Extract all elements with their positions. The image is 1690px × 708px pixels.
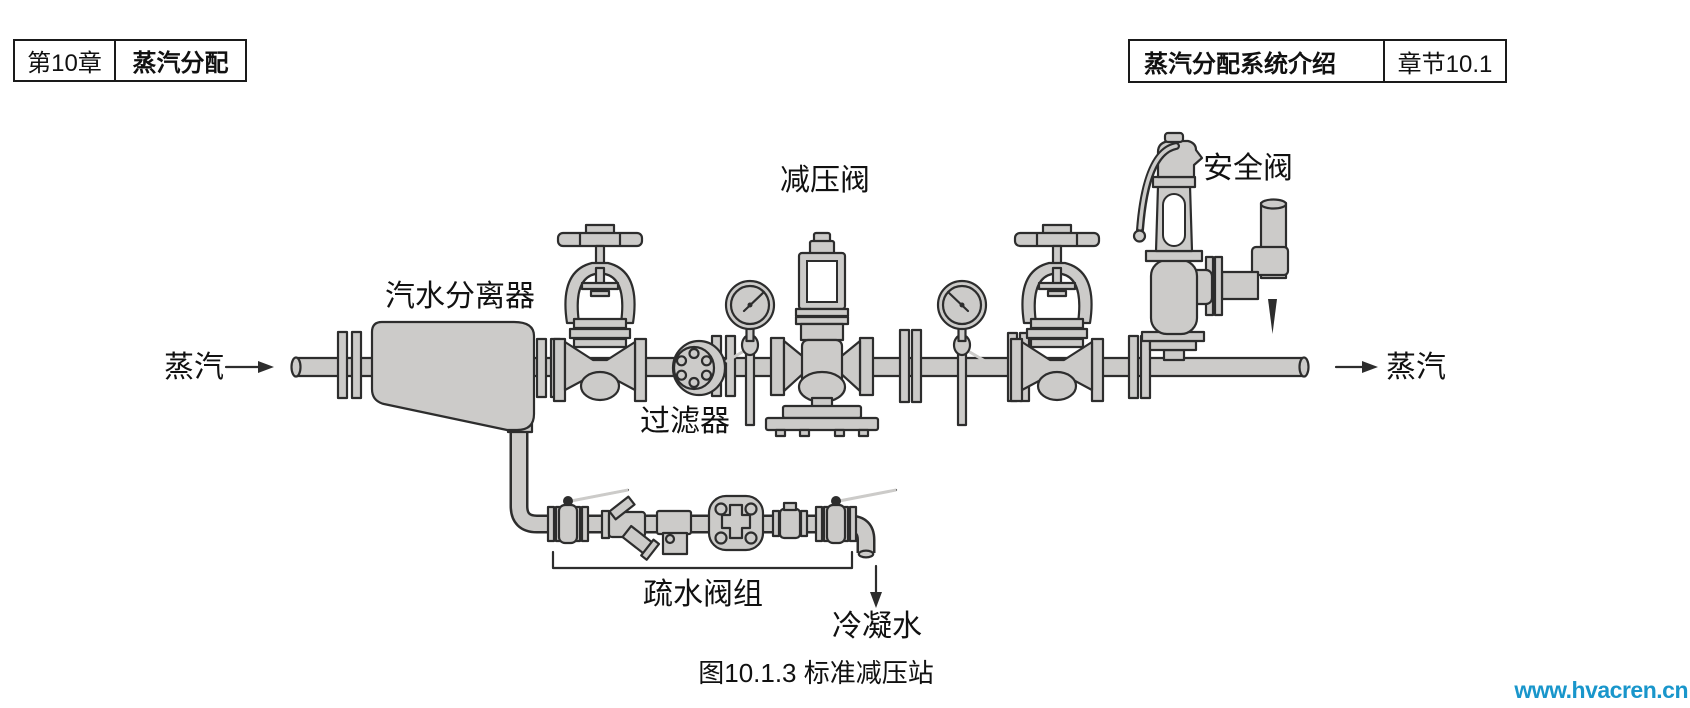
condensate-drain-pipe (509, 428, 876, 559)
pressure-gauge-downstream (936, 279, 988, 427)
label-trap-set: 疏水阀组 (643, 578, 763, 611)
safety-valve (1132, 131, 1290, 362)
chapter-number: 第10章 (27, 50, 102, 77)
y-strainer (600, 495, 661, 561)
section-header-box: 蒸汽分配系统介绍 章节10.1 (1128, 39, 1507, 83)
label-strainer: 过滤器 (640, 405, 730, 438)
strainer (671, 339, 727, 397)
site-watermark: www.hvacren.cn (1514, 677, 1688, 703)
label-separator: 汽水分离器 (385, 280, 535, 313)
globe-valve-downstream (1009, 223, 1105, 403)
label-prv: 减压阀 (780, 164, 870, 197)
section-number: 章节10.1 (1383, 41, 1505, 81)
trap-set-bracket (551, 550, 854, 570)
label-steam-out: 蒸汽 (1386, 351, 1446, 384)
check-valve (771, 501, 809, 540)
label-safety-valve: 安全阀 (1203, 152, 1293, 185)
steam-trap (707, 494, 765, 552)
pressure-reducing-valve (764, 231, 880, 438)
steam-separator (370, 320, 536, 434)
steam-inlet-arrow (224, 361, 274, 373)
ball-valve-trap-outlet (814, 488, 898, 545)
chapter-header-box: 第10章 蒸汽分配 (13, 39, 247, 82)
condensate-arrow (870, 564, 882, 608)
figure-caption: 图10.1.3 标准减压站 (698, 658, 934, 688)
chapter-title: 蒸汽分配 (114, 41, 245, 80)
steam-outlet-arrow (1334, 361, 1378, 373)
label-condensate: 冷凝水 (832, 610, 922, 643)
section-title: 蒸汽分配系统介绍 (1144, 50, 1336, 78)
sight-glass (655, 509, 693, 556)
globe-valve-upstream (552, 223, 648, 403)
label-steam-in: 蒸汽 (164, 351, 224, 384)
